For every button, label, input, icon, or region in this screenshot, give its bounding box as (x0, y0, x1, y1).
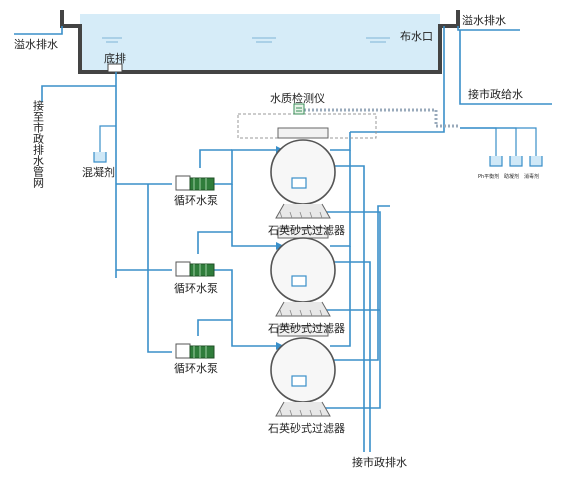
backwash-drain-3 (330, 205, 390, 361)
overflow-left-pipe (14, 26, 63, 35)
pump-3-label: 循环水泵 (174, 362, 218, 375)
overflow-right-label: 溢水排水 (462, 13, 506, 27)
to-municipal-drain-label: 接至市政排水管网 (32, 100, 45, 189)
overflow-pipes (14, 26, 520, 35)
water-quality-monitor-label: 水质检测仪 (270, 91, 325, 105)
monitor-device (293, 103, 305, 115)
filter-1-outlet (330, 132, 351, 151)
flocculant-label: 助凝剂 (504, 173, 519, 180)
return-to-inlet (350, 26, 445, 133)
ph-regulator-label: Ph平衡剂 (478, 173, 499, 180)
drain-to-municipal-pipe (41, 85, 116, 102)
monitor-lines (237, 108, 460, 139)
water-ripples (102, 37, 390, 43)
backwash-drain-2 (330, 261, 371, 452)
coagulant-tank (93, 152, 107, 163)
pump-2-riser (197, 231, 232, 254)
disinfectant-feed-pipe (460, 127, 537, 156)
pump-1-to-filter-2 (231, 184, 276, 247)
flow-arrow-3 (276, 342, 284, 350)
pump-1 (175, 175, 215, 191)
filter-1-label: 石英砂式过滤器 (268, 223, 345, 237)
municipal-supply-label: 接市政给水 (468, 87, 523, 101)
monitor-signal-line (304, 108, 460, 128)
pump-1-label: 循环水泵 (174, 194, 218, 207)
filter-3 (270, 325, 336, 417)
coagulant-pipe (99, 125, 116, 152)
coagulant-label: 混凝剂 (82, 165, 115, 179)
main-piping (41, 26, 552, 452)
pump-3 (175, 343, 215, 359)
filter-3-label: 石英砂式过滤器 (268, 421, 345, 435)
pump-2-discharge (214, 269, 276, 347)
pump-2 (175, 261, 215, 277)
pump-3-suction (147, 184, 172, 353)
municipal-supply-pipe (459, 30, 552, 105)
pump-1-discharge (214, 149, 276, 185)
overflow-right-pipe (457, 26, 520, 31)
flow-arrow-2 (276, 242, 284, 250)
municipal-drain-label: 接市政排水 (352, 455, 407, 469)
pump-1-riser (199, 149, 232, 168)
disinfectant-tank (529, 156, 543, 167)
ph-tank (489, 156, 503, 167)
filter-2 (270, 227, 336, 317)
disinfectant-label: 消毒剂 (524, 173, 539, 180)
pump-2-label: 循环水泵 (174, 282, 218, 295)
backwash-drain-1 (330, 165, 365, 452)
pool-water (80, 14, 440, 72)
flocculant-tank (509, 156, 523, 167)
inlet-label: 布水口 (400, 30, 433, 43)
pump-3-riser (197, 319, 232, 336)
flocculant-feed-pipe (460, 127, 517, 156)
pool (60, 10, 460, 74)
filter-2-label: 石英砂式过滤器 (268, 321, 345, 335)
filter-1 (270, 127, 336, 219)
bottom-drain-label: 底排 (104, 51, 126, 65)
filter-3-outlet (330, 246, 351, 347)
backwash-collector-3 (300, 402, 381, 409)
ph-feed-pipe (460, 127, 497, 156)
overflow-left-label: 溢水排水 (14, 37, 58, 51)
pool-wall (60, 10, 460, 74)
bottom-drain-fixture (107, 63, 123, 73)
